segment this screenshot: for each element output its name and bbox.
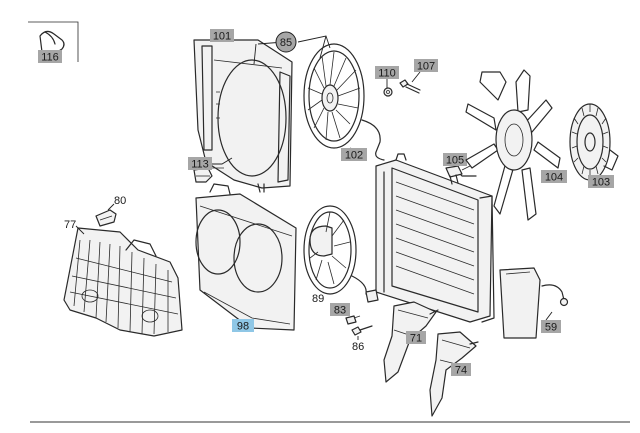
label-80-text[interactable]: 80 — [114, 195, 126, 207]
label-74[interactable]: 74 — [451, 363, 471, 377]
label-107[interactable]: 107 — [414, 59, 438, 73]
label-85-text: 85 — [280, 37, 292, 49]
label-104-text: 104 — [545, 172, 563, 184]
label-98[interactable]: 98 — [232, 319, 254, 333]
part-86-screw[interactable] — [351, 325, 373, 340]
part-80-clip[interactable] — [95, 203, 117, 227]
part-110-nut[interactable] — [383, 79, 393, 97]
label-116-text: 116 — [41, 52, 59, 64]
part-83-connector[interactable] — [345, 315, 361, 325]
part-77-grille[interactable] — [63, 225, 183, 337]
part-89-aux-fan[interactable] — [303, 205, 379, 303]
label-103-text: 103 — [592, 177, 610, 189]
part-105-fitting[interactable] — [445, 165, 471, 185]
label-98-text: 98 — [237, 321, 249, 333]
label-77-text[interactable]: 77 — [64, 219, 76, 231]
label-104[interactable]: 104 — [541, 170, 567, 184]
label-71[interactable]: 71 — [406, 331, 426, 345]
label-107-text: 107 — [417, 61, 435, 73]
label-59[interactable]: 59 — [541, 320, 561, 334]
label-74-text: 74 — [455, 365, 467, 377]
part-104-fan-blades[interactable] — [465, 69, 561, 221]
label-83[interactable]: 83 — [330, 303, 350, 317]
label-110-text: 110 — [378, 68, 396, 80]
label-83-text: 83 — [334, 305, 346, 317]
label-71-text: 71 — [410, 333, 422, 345]
label-101[interactable]: 101 — [210, 29, 234, 43]
part-101-fan-shroud[interactable] — [193, 39, 293, 193]
label-102-text: 102 — [345, 150, 363, 162]
label-105-text: 105 — [446, 155, 464, 167]
part-107-bolt[interactable] — [399, 71, 421, 94]
label-113[interactable]: 113 — [188, 157, 233, 171]
radiator[interactable] — [375, 153, 495, 323]
label-113-text: 113 — [191, 159, 209, 171]
label-86-text[interactable]: 86 — [352, 341, 364, 353]
part-103-fan-clutch[interactable] — [569, 103, 619, 181]
label-116[interactable]: 116 — [38, 50, 62, 64]
label-105[interactable]: 105 — [443, 153, 467, 167]
label-101-text: 101 — [213, 31, 231, 43]
label-59-text: 59 — [545, 322, 557, 334]
part-98-twin-shroud[interactable] — [195, 183, 297, 331]
part-102-electric-fan[interactable] — [303, 43, 385, 161]
label-110[interactable]: 110 — [375, 66, 399, 80]
label-103[interactable]: 103 — [588, 175, 614, 189]
part-59-cover-panel[interactable] — [499, 267, 569, 339]
label-102[interactable]: 102 — [341, 147, 367, 162]
label-89-text[interactable]: 89 — [312, 293, 324, 305]
